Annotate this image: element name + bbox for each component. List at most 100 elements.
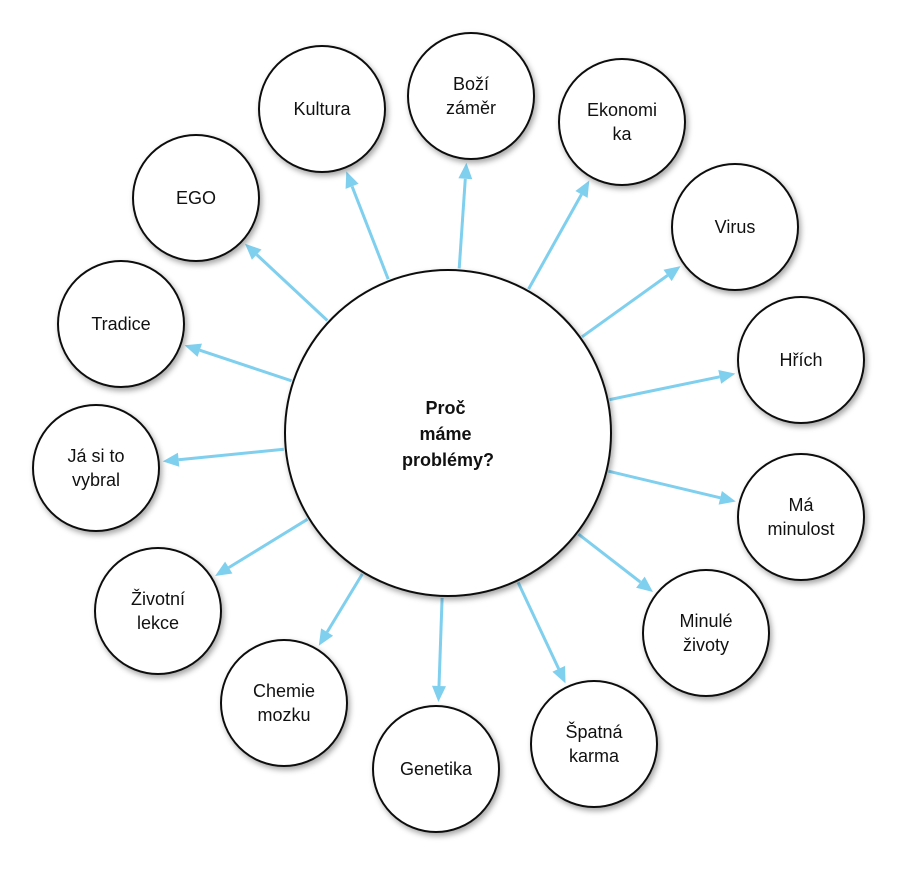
node-circle-genetika	[372, 705, 500, 833]
node-virus: Virus	[671, 163, 799, 291]
arrow-head-kultura	[345, 171, 359, 189]
arrow-head-virus	[663, 266, 681, 282]
node-hrich: Hřích	[737, 296, 865, 424]
node-ja-si-to-vybral: Já si to vybral	[32, 404, 160, 532]
node-zivotni-lekce: Životní lekce	[94, 547, 222, 675]
arrow-head-spatna-karma	[552, 665, 566, 684]
node-kultura: Kultura	[258, 45, 386, 173]
node-label-minule-zivoty: Minulé životy	[679, 611, 732, 655]
center-circle	[284, 269, 612, 597]
arrow-head-tradice	[184, 343, 202, 357]
node-label-line: záměr	[446, 98, 496, 118]
node-label-ekonomika: Ekonomi ka	[587, 100, 657, 144]
node-label-hrich: Hřích	[779, 350, 822, 370]
arrow-line-spatna-karma	[516, 581, 561, 670]
node-label-bozi-zamer: Boží záměr	[446, 74, 496, 118]
node-chemie-mozku: Chemie mozku	[220, 639, 348, 767]
center-label: Proč máme problémy?	[402, 398, 494, 470]
node-genetika: Genetika	[372, 705, 500, 833]
node-label-line: vybral	[72, 470, 120, 490]
node-label-line: minulost	[767, 519, 834, 539]
node-ego: EGO	[132, 134, 260, 262]
center-label-line: Proč	[425, 398, 465, 418]
arrow-line-bozi-zamer	[457, 178, 467, 269]
node-label-line: mozku	[257, 705, 310, 725]
arrow-head-chemie-mozku	[318, 628, 334, 646]
node-label-line: Já si to	[67, 446, 124, 466]
node-label-line: lekce	[137, 613, 179, 633]
node-label-line: karma	[569, 746, 620, 766]
node-minule-zivoty: Minulé životy	[642, 569, 770, 697]
node-ma-minulost: Má minulost	[737, 453, 865, 581]
arrow-line-virus	[581, 274, 669, 339]
node-label-line: Ekonomi	[587, 100, 657, 120]
node-circle-ego	[132, 134, 260, 262]
node-circle-chemie-mozku	[220, 639, 348, 767]
node-label-line: Kultura	[293, 99, 351, 119]
node-circle-ja-si-to-vybral	[32, 404, 160, 532]
node-label-line: Hřích	[779, 350, 822, 370]
arrow-line-tradice	[199, 348, 292, 383]
node-circle-spatna-karma	[530, 680, 658, 808]
arrows-layer	[162, 162, 736, 702]
node-label-line: Tradice	[91, 314, 150, 334]
arrow-head-ego	[245, 243, 262, 260]
arrow-line-ekonomika	[527, 193, 583, 290]
arrow-line-minule-zivoty	[577, 532, 642, 584]
node-label-zivotni-lekce: Životní lekce	[131, 589, 185, 633]
arrow-head-ekonomika	[575, 180, 590, 198]
node-label-genetika: Genetika	[400, 759, 473, 779]
node-circle-virus	[671, 163, 799, 291]
arrow-head-ma-minulost	[718, 491, 736, 505]
node-label-ego: EGO	[176, 188, 216, 208]
arrow-line-ma-minulost	[608, 469, 721, 500]
arrow-line-hrich	[609, 375, 721, 402]
node-label-line: Špatná	[565, 721, 623, 742]
arrow-head-genetika	[432, 685, 446, 702]
node-tradice: Tradice	[57, 260, 185, 388]
node-label-spatna-karma: Špatná karma	[565, 721, 623, 766]
node-circle-ma-minulost	[737, 453, 865, 581]
node-label-kultura: Kultura	[293, 99, 351, 119]
arrow-head-ja-si-to-vybral	[162, 452, 180, 467]
arrow-line-genetika	[437, 597, 444, 687]
node-label-ma-minulost: Má minulost	[767, 495, 834, 539]
node-label-line: Boží	[453, 74, 489, 94]
node-label-tradice: Tradice	[91, 314, 150, 334]
node-circle-ekonomika	[558, 58, 686, 186]
arrow-line-kultura	[350, 185, 390, 280]
node-label-line: životy	[683, 635, 729, 655]
node-label-line: Genetika	[400, 759, 473, 779]
arrow-line-ego	[255, 253, 329, 322]
node-circle-zivotni-lekce	[94, 547, 222, 675]
node-bozi-zamer: Boží záměr	[407, 32, 535, 160]
node-circle-bozi-zamer	[407, 32, 535, 160]
arrow-head-zivotni-lekce	[215, 561, 233, 576]
node-label-line: Životní	[131, 589, 185, 609]
center-node: Proč máme problémy?	[284, 269, 612, 597]
arrow-line-ja-si-to-vybral	[178, 447, 284, 462]
node-circle-minule-zivoty	[642, 569, 770, 697]
center-label-line: problémy?	[402, 450, 494, 470]
node-label-line: Chemie	[253, 681, 315, 701]
node-label-ja-si-to-vybral: Já si to vybral	[67, 446, 124, 490]
node-spatna-karma: Špatná karma	[530, 680, 658, 808]
node-label-chemie-mozku: Chemie mozku	[253, 681, 315, 725]
node-label-line: Virus	[715, 217, 756, 237]
node-label-line: ka	[612, 124, 632, 144]
node-label-line: Má	[788, 495, 814, 515]
node-label-virus: Virus	[715, 217, 756, 237]
node-circle-hrich	[737, 296, 865, 424]
center-label-line: máme	[419, 424, 471, 444]
arrow-line-zivotni-lekce	[227, 518, 309, 569]
node-circle-tradice	[57, 260, 185, 388]
node-label-line: EGO	[176, 188, 216, 208]
arrow-line-chemie-mozku	[325, 573, 364, 633]
node-circle-kultura	[258, 45, 386, 173]
arrow-head-minule-zivoty	[636, 576, 653, 592]
node-label-line: Minulé	[679, 611, 732, 631]
arrow-head-bozi-zamer	[458, 162, 473, 180]
arrow-head-hrich	[718, 370, 736, 384]
